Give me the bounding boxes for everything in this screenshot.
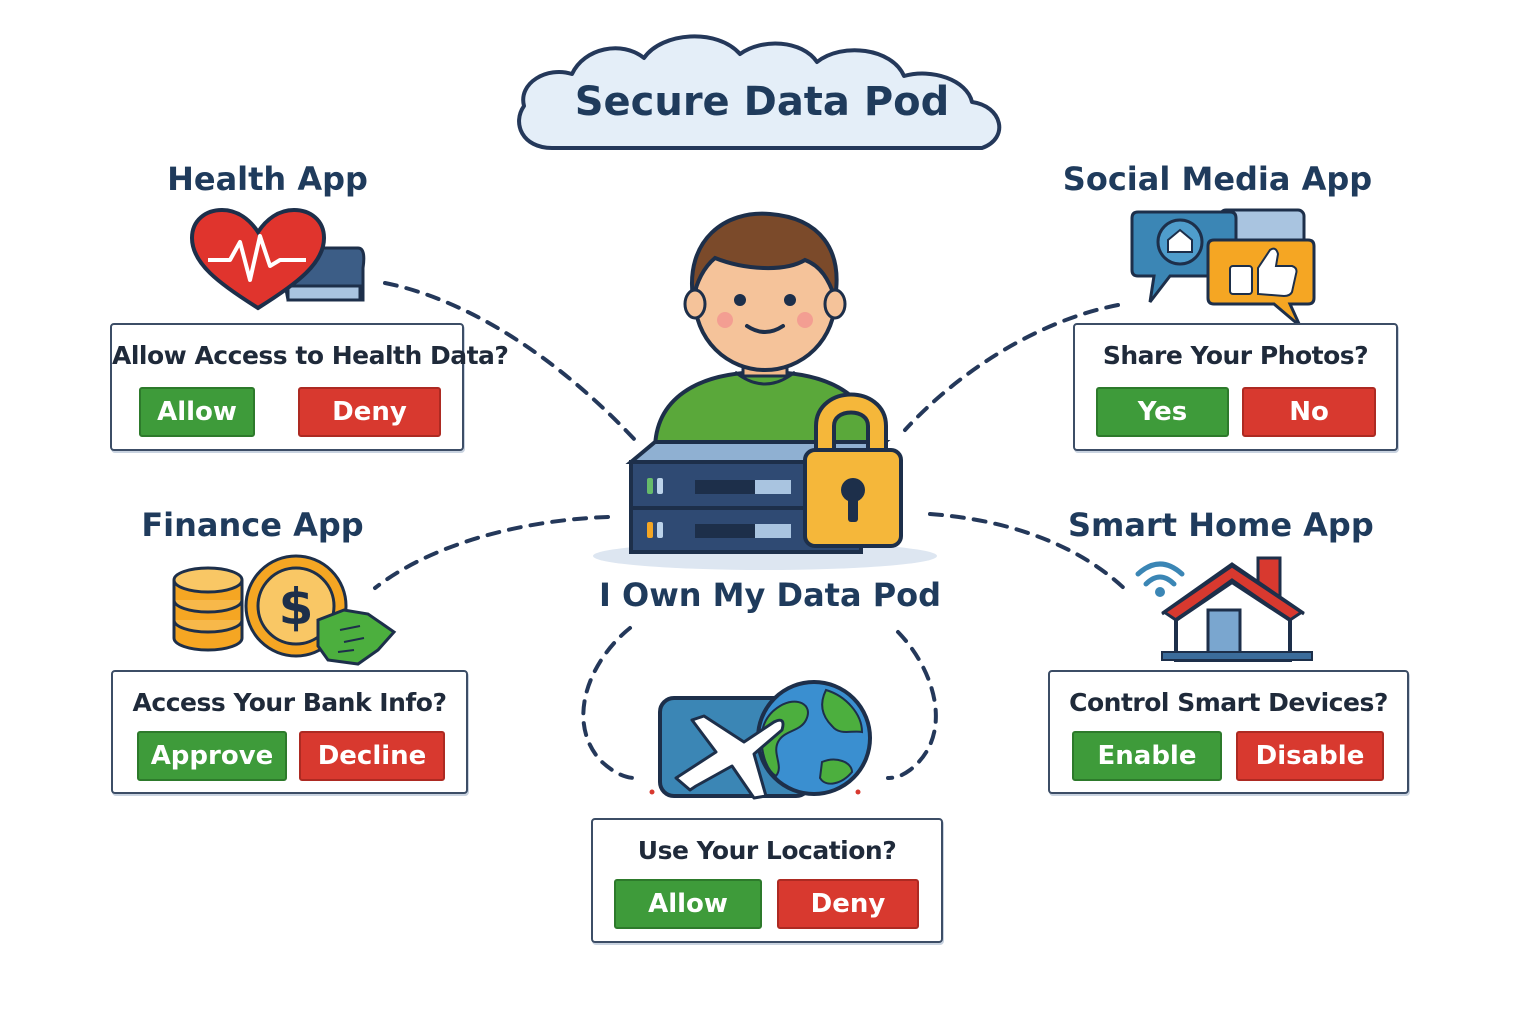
smart-house-icon <box>1135 556 1313 662</box>
health-permission-card: Allow Access to Health Data? Allow Deny <box>110 323 509 451</box>
connector-health <box>383 281 637 442</box>
plane-globe-icon <box>658 680 872 800</box>
page-title: Secure Data Pod <box>574 79 950 125</box>
finance-permission-card: Access Your Bank Info? Approve Decline <box>111 670 468 794</box>
finance-app-title: Finance App <box>141 506 364 544</box>
connector-social <box>903 303 1120 432</box>
padlock-icon <box>803 392 903 548</box>
social-question: Share Your Photos? <box>1102 341 1369 370</box>
social-app-title: Social Media App <box>1062 160 1373 198</box>
location-question: Use Your Location? <box>637 836 897 865</box>
user-avatar <box>653 211 877 472</box>
finance-decline-button[interactable]: Decline <box>299 731 445 781</box>
smarthome-permission-card: Control Smart Devices? Enable Disable <box>1048 670 1409 794</box>
wifi-icon <box>1135 561 1185 587</box>
connector-finance <box>373 515 610 590</box>
title-cloud: Secure Data Pod <box>512 28 1012 156</box>
location-permission-card: Use Your Location? Allow Deny <box>591 818 943 943</box>
location-allow-button[interactable]: Allow <box>614 879 762 929</box>
social-yes-button[interactable]: Yes <box>1096 387 1229 437</box>
svg-text:$: $ <box>279 578 314 636</box>
speech-bubbles-icon <box>1130 208 1316 328</box>
connector-location-right <box>886 630 938 780</box>
cloud-icon <box>517 34 1002 150</box>
smarthome-enable-button[interactable]: Enable <box>1072 731 1222 781</box>
health-allow-button[interactable]: Allow <box>139 387 255 437</box>
health-question: Allow Access to Health Data? <box>112 341 509 370</box>
finance-approve-button[interactable]: Approve <box>137 731 287 781</box>
connector-location-left <box>581 626 637 780</box>
data-pod-caption: I Own My Data Pod <box>598 576 942 614</box>
smarthome-app-title: Smart Home App <box>1068 506 1374 544</box>
health-deny-button[interactable]: Deny <box>298 387 441 437</box>
heart-pulse-icon <box>189 208 366 311</box>
health-app-title: Health App <box>167 160 368 198</box>
connector-smarthome <box>928 512 1130 594</box>
coins-handshake-icon: $ <box>172 554 397 666</box>
smarthome-disable-button[interactable]: Disable <box>1236 731 1384 781</box>
smarthome-question: Control Smart Devices? <box>1069 688 1388 717</box>
finance-question: Access Your Bank Info? <box>132 688 447 717</box>
social-permission-card: Share Your Photos? Yes No <box>1073 323 1398 451</box>
location-deny-button[interactable]: Deny <box>777 879 919 929</box>
social-no-button[interactable]: No <box>1242 387 1376 437</box>
data-pod-illustration <box>593 211 937 570</box>
